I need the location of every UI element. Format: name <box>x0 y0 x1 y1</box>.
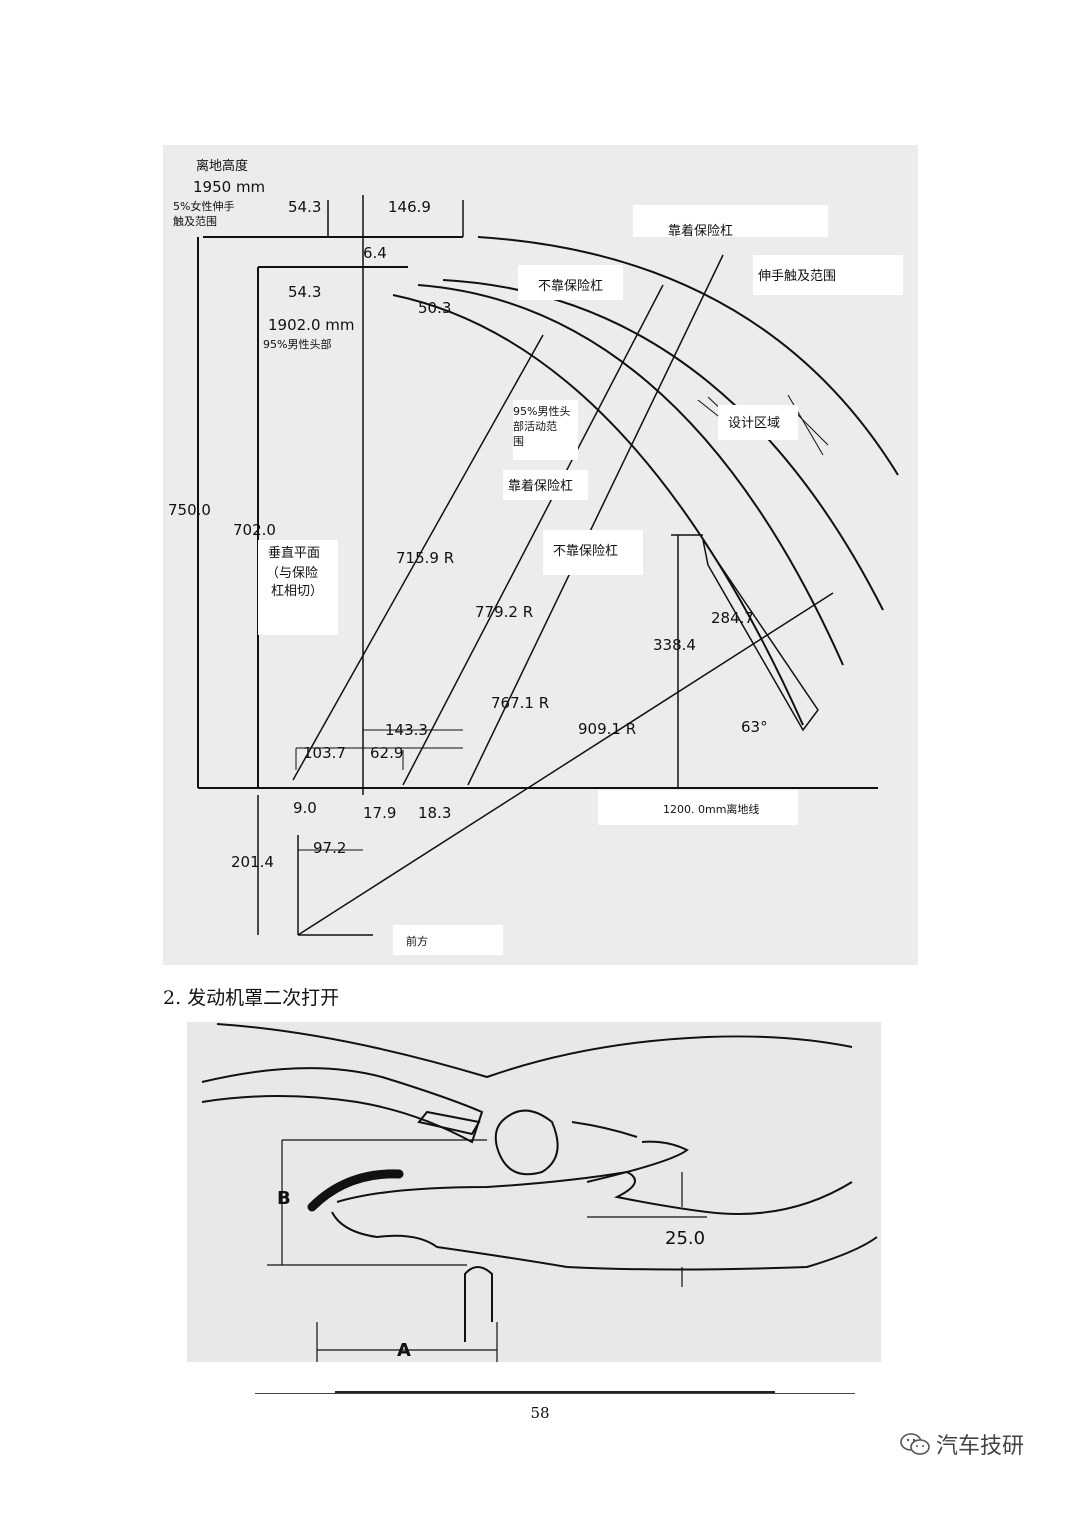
dim-338-4: 338.4 <box>653 636 696 654</box>
dim-284-7: 284.7 <box>711 609 754 627</box>
reach-zone-diagram: 离地高度 1950 mm 5%女性伸手 触及范围 54.3 146.9 6.4 … <box>163 145 918 965</box>
footer-rule-bold <box>335 1391 775 1393</box>
label-b: B <box>277 1188 291 1209</box>
dim-143-3: 143.3 <box>385 721 428 739</box>
vertical-plane-1: 垂直平面 <box>268 546 320 561</box>
section-caption: 2. 发动机罩二次打开 <box>163 987 340 1009</box>
dim-201-4: 201.4 <box>231 853 274 871</box>
reach-zone-svg: 离地高度 1950 mm 5%女性伸手 触及范围 54.3 146.9 6.4 … <box>168 158 903 955</box>
footer-rule <box>255 1393 855 1394</box>
watermark: 汽车技研 <box>900 1428 1024 1460</box>
male-head-range-2: 部活动范 <box>513 419 557 433</box>
not-lean-bumper-top: 不靠保险杠 <box>538 278 603 294</box>
label-a: A <box>397 1340 411 1361</box>
hood-hand-clearance-diagram: B A 25.0 <box>187 1022 881 1362</box>
dim-750: 750.0 <box>168 501 211 519</box>
ground-line-label: 1200. 0mm离地线 <box>663 802 759 816</box>
head-height-value: 1902.0 mm <box>268 316 354 334</box>
lean-on-bumper-top: 靠着保险杠 <box>668 223 733 239</box>
dim-50-3: 50.3 <box>418 299 451 317</box>
r-779-2: 779.2 R <box>475 603 533 621</box>
dim-18-3: 18.3 <box>418 804 451 822</box>
dim-9-0: 9.0 <box>293 799 317 817</box>
r-909-1: 909.1 R <box>578 720 636 738</box>
dim-62-9: 62.9 <box>370 744 403 762</box>
dim-54-3-mid: 54.3 <box>288 283 321 301</box>
page-number: 58 <box>530 1404 550 1422</box>
male-head-label: 95%男性头部 <box>263 337 331 351</box>
clearance-arc <box>307 1169 404 1212</box>
female-reach-label-2: 触及范围 <box>173 214 217 228</box>
dim-97-2: 97.2 <box>313 839 346 857</box>
male-head-range-1: 95%男性头 <box>513 404 570 418</box>
vertical-plane-3: 杠相切） <box>271 583 323 599</box>
dim-54-3-top: 54.3 <box>288 198 321 216</box>
ground-height-label: 离地高度 <box>196 158 248 174</box>
front-label: 前方 <box>406 934 428 948</box>
male-head-range-3: 围 <box>513 435 524 448</box>
r-767-1: 767.1 R <box>491 694 549 712</box>
dim-146-9: 146.9 <box>388 198 431 216</box>
dim-6-4: 6.4 <box>363 244 387 262</box>
r-715-9: 715.9 R <box>396 549 454 567</box>
lean-on-bumper-mid: 靠着保险杠 <box>508 478 573 494</box>
vertical-plane-2: （与保险 <box>266 566 318 581</box>
female-reach-label-1: 5%女性伸手 <box>173 199 234 213</box>
design-zone: 设计区域 <box>728 416 780 431</box>
dim-702: 702.0 <box>233 521 276 539</box>
hand-clearance-svg: B A 25.0 <box>201 1023 878 1362</box>
angle-63: 63° <box>741 718 768 736</box>
not-lean-bumper-mid: 不靠保险杠 <box>553 543 618 559</box>
reach-range: 伸手触及范围 <box>758 269 836 284</box>
watermark-text: 汽车技研 <box>936 1434 1025 1459</box>
wechat-icon <box>900 1433 930 1455</box>
ground-height-value: 1950 mm <box>193 178 265 196</box>
dim-25: 25.0 <box>665 1228 705 1249</box>
dim-17-9: 17.9 <box>363 804 396 822</box>
dim-103-7: 103.7 <box>303 744 346 762</box>
